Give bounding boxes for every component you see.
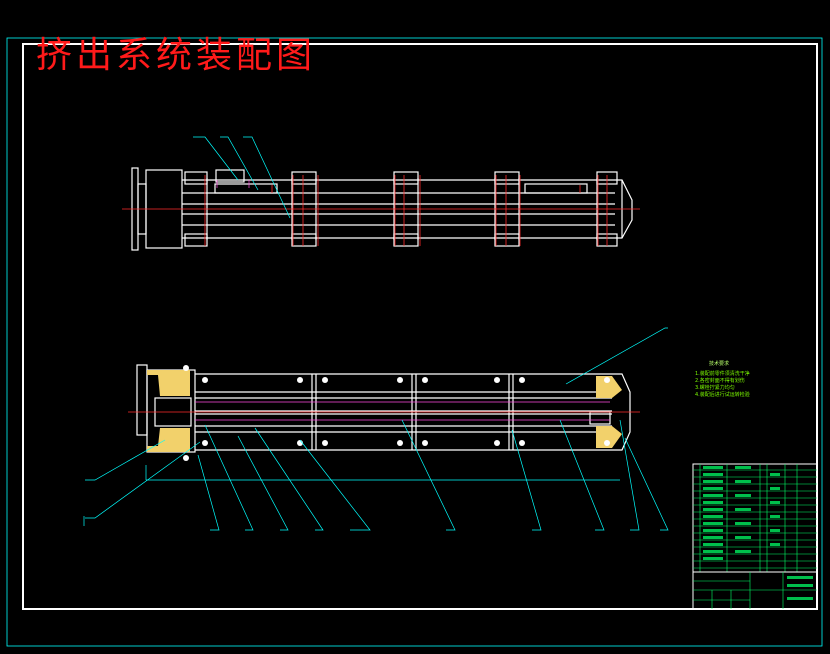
top-view-centerlines (122, 175, 640, 246)
top-view-leaders (193, 136, 291, 219)
section-bolts (183, 365, 610, 461)
section-leaders (83, 327, 669, 531)
technical-note-item: 4.装配后进行试运转检验 (695, 392, 750, 398)
technical-note-item: 3.螺栓拧紧力均匀 (695, 385, 735, 391)
section-hatching (147, 370, 622, 452)
parts-table (692, 463, 818, 610)
drawing-title: 挤出系统装配图 (36, 35, 317, 76)
section-inner-lines (195, 401, 610, 421)
section-view (136, 364, 631, 453)
top-view (131, 167, 633, 251)
drawing-frame (6, 37, 823, 647)
parts-table-fill (703, 466, 813, 600)
technical-notes: 技术要求 1.装配前零件须清洗干净 2.各密封面不得有划伤 3.螺栓拧紧力均匀 … (695, 361, 750, 399)
technical-notes-heading: 技术要求 (709, 361, 730, 367)
technical-note-item: 1.装配前零件须清洗干净 (695, 371, 750, 377)
technical-note-item: 2.各密封面不得有划伤 (695, 378, 745, 384)
